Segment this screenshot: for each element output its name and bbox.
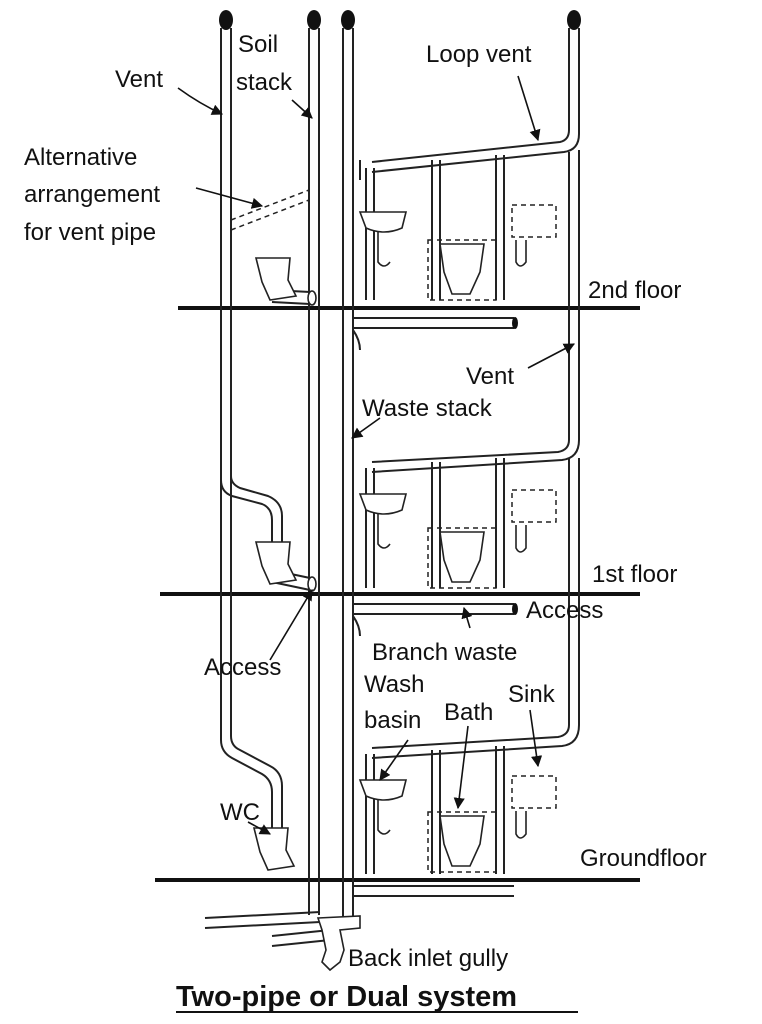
label-alternative: Alternative	[24, 144, 137, 171]
label-waste-stack: Waste stack	[362, 395, 493, 422]
baths	[427, 239, 497, 873]
label-bath: Bath	[444, 699, 493, 726]
branch-verticals	[365, 155, 505, 874]
wash-basins	[358, 211, 408, 835]
label-for-vent-pipe: for vent pipe	[24, 219, 156, 246]
waste-stack-pipe	[342, 28, 354, 920]
label-soil: Soil	[238, 31, 278, 58]
label-wc: WC	[220, 799, 260, 826]
vent-cap	[219, 10, 233, 30]
label-wash: Wash	[364, 671, 424, 698]
loop-vent-cap	[567, 10, 581, 30]
label-vent-top: Vent	[115, 66, 163, 93]
branch-waste-pipes	[352, 317, 518, 897]
label-branch-waste: Branch waste	[372, 639, 517, 666]
alternative-vent-arrangement	[230, 189, 310, 231]
label-groundfloor: Groundfloor	[580, 845, 707, 872]
label-2nd-floor: 2nd floor	[588, 277, 681, 304]
vent-pipe	[220, 28, 283, 840]
label-vent-mid: Vent	[466, 363, 514, 390]
label-basin: basin	[364, 707, 421, 734]
soil-stack-cap	[307, 10, 321, 30]
label-back-inlet-gully: Back inlet gully	[348, 945, 508, 972]
label-loop-vent: Loop vent	[426, 41, 532, 68]
wc-fixtures	[252, 257, 298, 871]
label-sink: Sink	[508, 681, 556, 708]
label-arrangement: arrangement	[24, 181, 160, 208]
waste-stack-cap	[341, 10, 355, 30]
back-inlet-gully	[316, 915, 361, 972]
label-access-right: Access	[526, 597, 603, 624]
label-access-left: Access	[204, 654, 281, 681]
label-stack: stack	[236, 69, 293, 96]
sinks	[511, 204, 557, 839]
leader-arrows	[177, 75, 575, 835]
soil-stack-pipe	[308, 28, 320, 915]
diagram-title: Two-pipe or Dual system	[176, 981, 517, 1013]
label-1st-floor: 1st floor	[592, 561, 677, 588]
loop-vent-pipe	[359, 28, 580, 759]
